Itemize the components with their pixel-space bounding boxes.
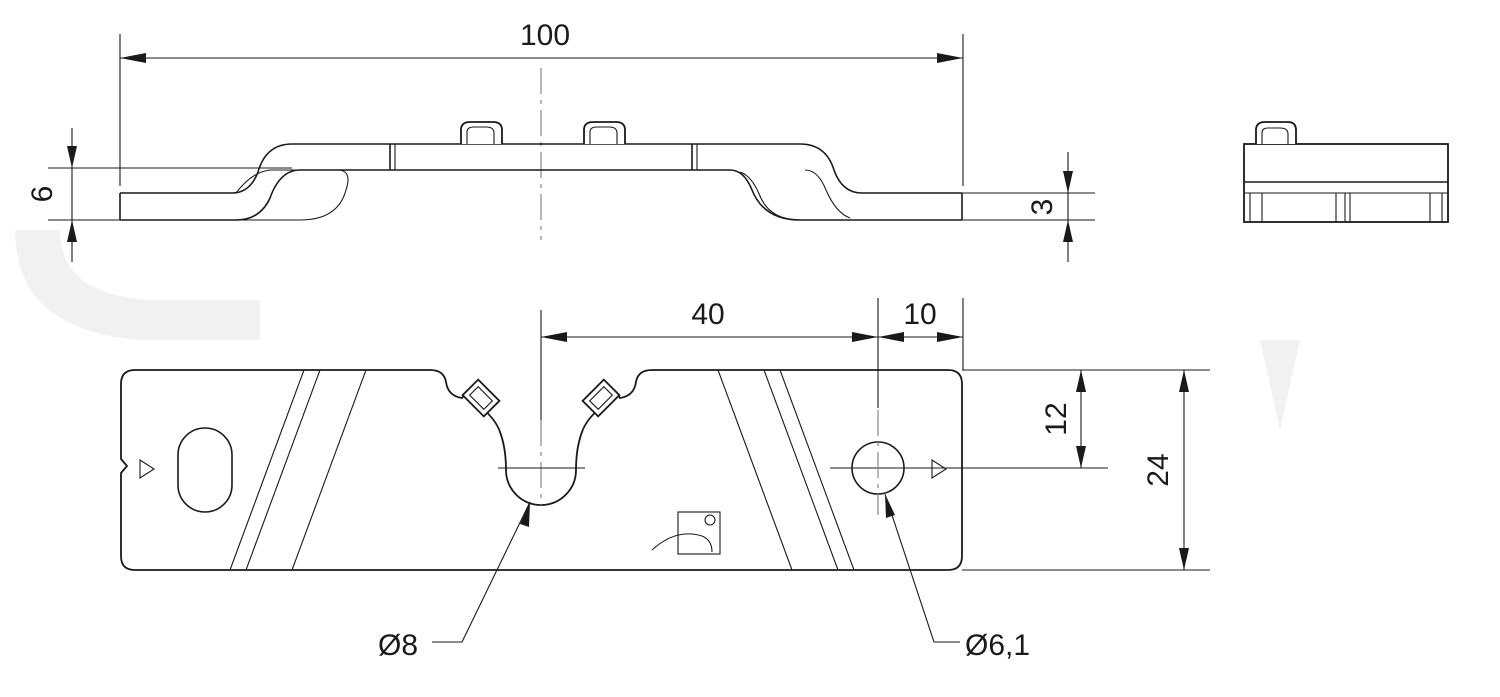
side-view: 100 6 3 bbox=[26, 19, 1095, 262]
plan-view: 40 10 12 24 Ø8 Ø6,1 bbox=[120, 298, 1210, 662]
end-view bbox=[1243, 121, 1449, 223]
dim-slot-offset: 40 bbox=[691, 298, 724, 331]
dim-height-step: 6 bbox=[26, 186, 59, 203]
dim-overall-length: 100 bbox=[520, 19, 570, 52]
dim-thickness: 3 bbox=[1026, 199, 1059, 216]
dim-hole-diameter: Ø6,1 bbox=[965, 629, 1030, 662]
logo-mark bbox=[651, 511, 721, 555]
dim-full-width: 24 bbox=[1142, 453, 1175, 486]
watermark bbox=[15, 230, 1300, 430]
dim-hole-offset: 10 bbox=[903, 298, 936, 331]
dim-half-width: 12 bbox=[1040, 402, 1073, 435]
dim-slot-diameter: Ø8 bbox=[378, 629, 418, 662]
